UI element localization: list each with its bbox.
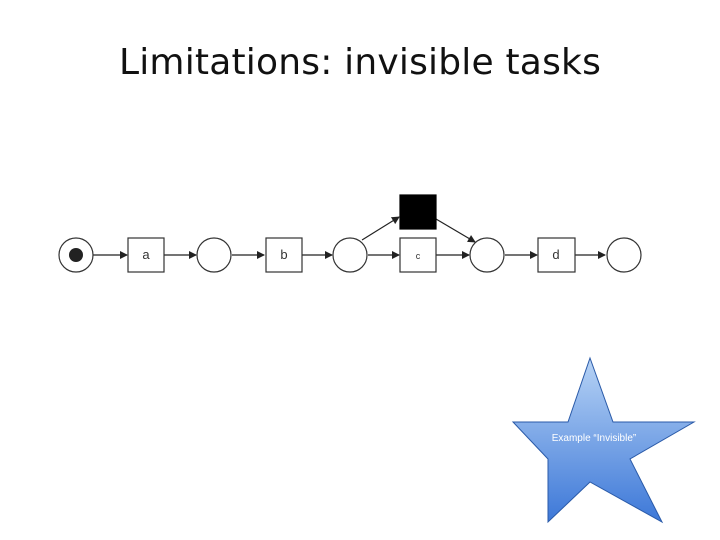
- place-p2: [332, 237, 368, 273]
- transition-c: [399, 237, 437, 273]
- arc-p2-tau: [361, 216, 400, 241]
- transition-d-label: d: [552, 247, 559, 262]
- places: [58, 237, 642, 273]
- transition-a: [127, 237, 165, 273]
- arc-tau-p3: [435, 218, 476, 243]
- place-end: [606, 237, 642, 273]
- token: [69, 248, 83, 262]
- place-p3: [469, 237, 505, 273]
- transitions: [127, 194, 576, 273]
- star-label: Example “Invisible”: [552, 433, 636, 444]
- slide-title: Limitations: invisible tasks: [118, 42, 602, 83]
- transition-b: [265, 237, 303, 273]
- place-p1: [196, 237, 232, 273]
- transition-c-label: c: [416, 251, 421, 261]
- transition-b-label: b: [280, 247, 287, 262]
- star-callout: [511, 356, 696, 524]
- arcs: [93, 216, 606, 259]
- transition-a-label: a: [142, 247, 150, 262]
- transition-d: [537, 237, 576, 273]
- transition-tau-invisible: [399, 194, 437, 230]
